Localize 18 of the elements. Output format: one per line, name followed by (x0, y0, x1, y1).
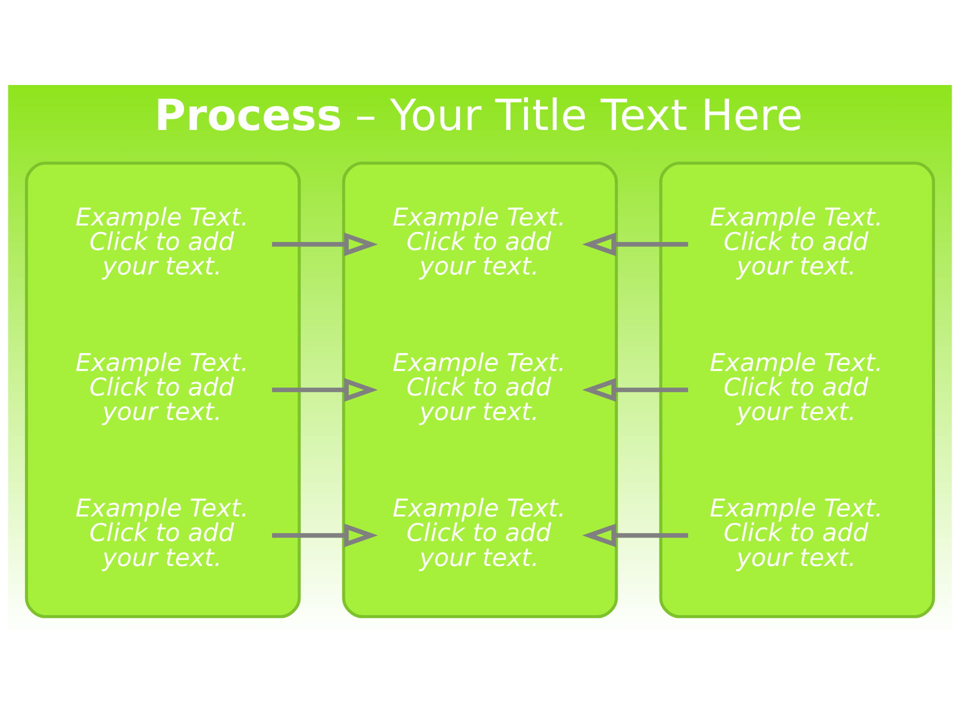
arrow (582, 524, 688, 548)
node-text: Example Text. Click to add your text. (76, 348, 249, 426)
cluster (659, 162, 936, 618)
cluster (24, 162, 301, 618)
node-text: Example Text. Click to add your text. (76, 202, 249, 281)
arrow (272, 524, 378, 548)
node-text: Example Text. Click to add your text. (710, 202, 883, 281)
node-text: Example Text. Click to add your text. (76, 494, 249, 572)
node-text: Example Text. Click to add your text. (710, 494, 883, 572)
arrow (582, 232, 688, 256)
node-text: Example Text. Click to add your text. (392, 348, 566, 426)
arrow (272, 232, 378, 256)
node-text: Example Text. Click to add your text. (392, 494, 566, 572)
arrow (582, 378, 688, 402)
node-text: Example Text. Click to add your text. (392, 202, 566, 281)
arrow (272, 378, 378, 402)
diagram-title: Process – Your Title Text Here (154, 91, 803, 142)
node-text: Example Text. Click to add your text. (710, 348, 883, 426)
